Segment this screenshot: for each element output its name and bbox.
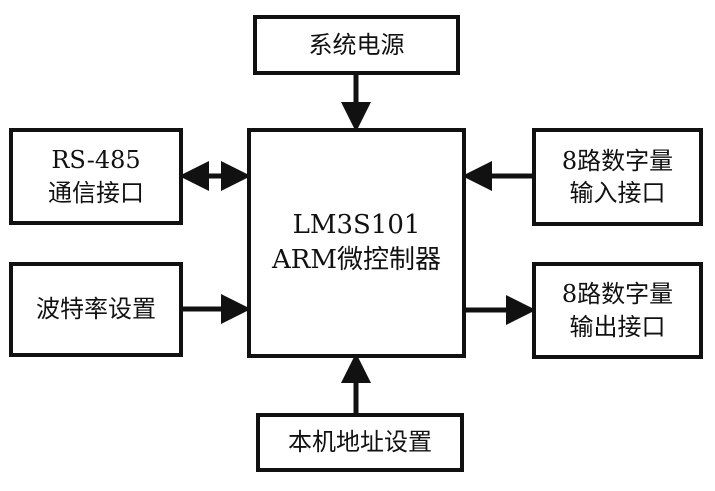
mcu-block: LM3S101 ARM微控制器 — [247, 128, 466, 358]
digital-output-block: 8路数字量 输出接口 — [532, 262, 703, 359]
rs485-label-line1: RS-485 — [51, 146, 141, 175]
mcu-label-line1: LM3S101 — [292, 209, 421, 240]
rs485-label-line2: 通信接口 — [48, 178, 144, 207]
baud-rate-label: 波特率设置 — [36, 295, 156, 324]
digital-input-label-line2: 输入接口 — [569, 179, 666, 207]
mcu-label-line2: ARM微控制器 — [272, 245, 441, 275]
power-supply-block: 系统电源 — [253, 15, 460, 75]
address-setting-block: 本机地址设置 — [256, 413, 464, 472]
baud-rate-setting-block: 波特率设置 — [9, 262, 183, 357]
digital-input-label-line1: 8路数字量 — [561, 146, 674, 175]
address-setting-label: 本机地址设置 — [288, 428, 432, 457]
power-supply-label: 系统电源 — [308, 30, 405, 59]
digital-output-label-line2: 输出接口 — [569, 312, 666, 341]
digital-input-block: 8路数字量 输入接口 — [532, 128, 703, 226]
rs485-interface-block: RS-485 通信接口 — [9, 128, 183, 225]
digital-output-label-line1: 8路数字量 — [561, 280, 674, 309]
